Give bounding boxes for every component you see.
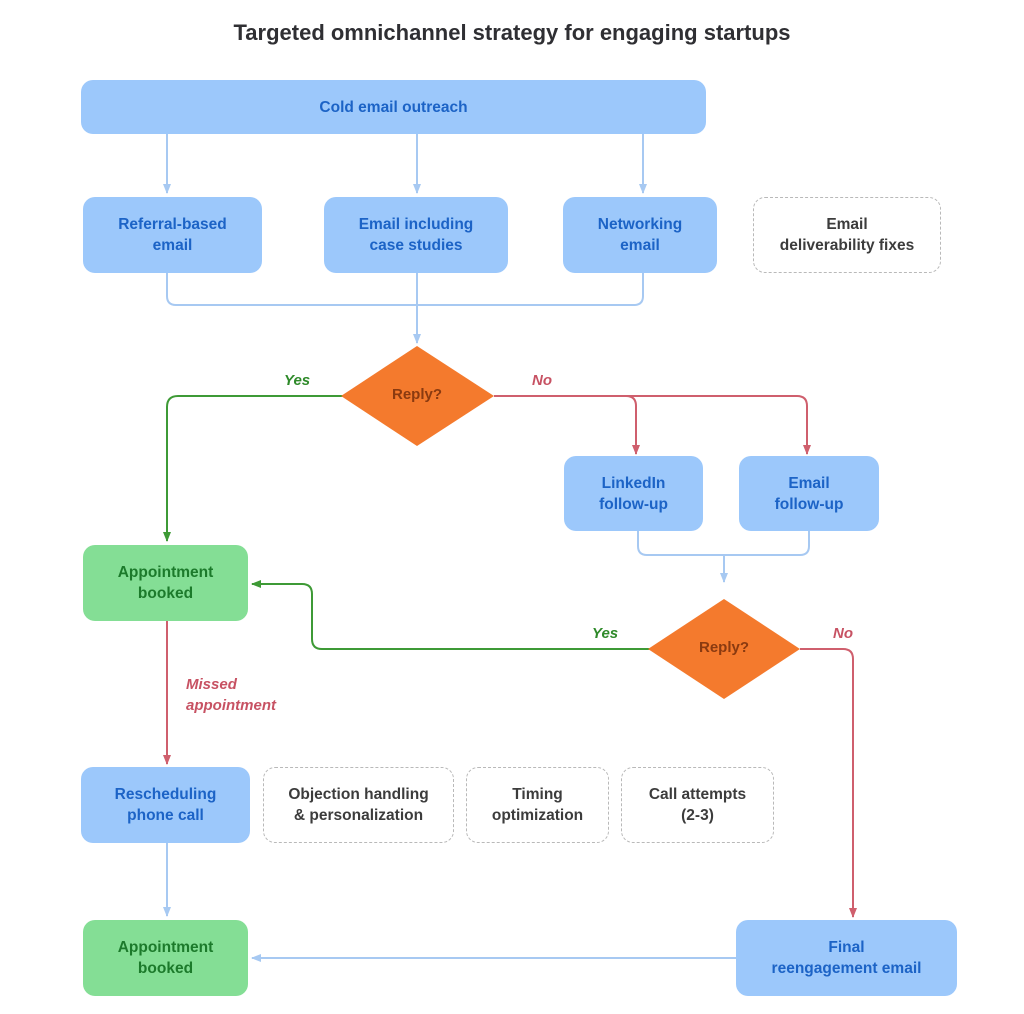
node-networking-email: Networking email xyxy=(563,197,717,273)
decision-reply-1 xyxy=(341,346,494,446)
edge-reply2-no xyxy=(800,648,857,918)
note-deliverability-fixes: Email deliverability fixes xyxy=(753,197,941,273)
edge-followups-to-reply2 xyxy=(637,531,810,582)
node-email-followup: Email follow-up xyxy=(739,456,879,531)
node-linkedin-followup: LinkedIn follow-up xyxy=(564,456,703,531)
edge-reply1-yes xyxy=(163,395,343,542)
decision-reply-2-label: Reply? xyxy=(698,639,749,656)
note-call-attempts: Call attempts (2-3) xyxy=(621,767,774,843)
label-no-2: No xyxy=(833,625,853,642)
label-missed-appointment: Missed appointment xyxy=(186,676,276,714)
node-referral-email: Referral-based email xyxy=(83,197,262,273)
node-appointment-booked-2: Appointment booked xyxy=(83,920,248,996)
edge-reply1-no-linkedin xyxy=(494,395,640,455)
label-no-1: No xyxy=(532,372,552,389)
label-yes-1: Yes xyxy=(284,372,311,389)
node-final-reengagement-email: Final reengagement email xyxy=(736,920,957,996)
edge-reply1-no-email xyxy=(626,395,811,455)
decision-reply-2 xyxy=(648,599,800,699)
node-case-studies-email: Email including case studies xyxy=(324,197,508,273)
node-rescheduling-call: Rescheduling phone call xyxy=(81,767,250,843)
note-timing-optimization: Timing optimization xyxy=(466,767,609,843)
node-appointment-booked-1: Appointment booked xyxy=(83,545,248,621)
edge-merge-to-reply1 xyxy=(166,273,644,343)
node-cold-email-outreach: Cold email outreach xyxy=(81,80,706,134)
edge-reply2-yes xyxy=(251,580,650,650)
diagram-title: Targeted omnichannel strategy for engagi… xyxy=(233,20,791,45)
decision-reply-1-label: Reply? xyxy=(391,386,442,403)
label-yes-2: Yes xyxy=(592,625,619,642)
note-objection-handling: Objection handling & personalization xyxy=(263,767,454,843)
